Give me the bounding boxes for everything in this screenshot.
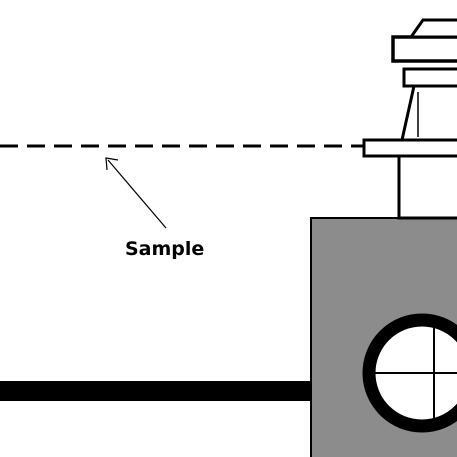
sensor-neck bbox=[400, 84, 457, 142]
sample-arrow-shaft bbox=[107, 159, 167, 229]
sensor-head bbox=[391, 35, 457, 63]
sensor-mount bbox=[362, 18, 457, 220]
sensor-top-knob bbox=[408, 18, 457, 39]
sensor-stem bbox=[397, 154, 457, 220]
sample-label: Sample bbox=[125, 238, 204, 260]
sample-arrow bbox=[105, 157, 167, 229]
bottom-rail bbox=[0, 381, 312, 401]
sample-arrow-head bbox=[105, 157, 119, 171]
sensor-flange bbox=[362, 138, 457, 158]
crosshair-window bbox=[362, 313, 457, 433]
sensor-collar bbox=[402, 67, 457, 88]
